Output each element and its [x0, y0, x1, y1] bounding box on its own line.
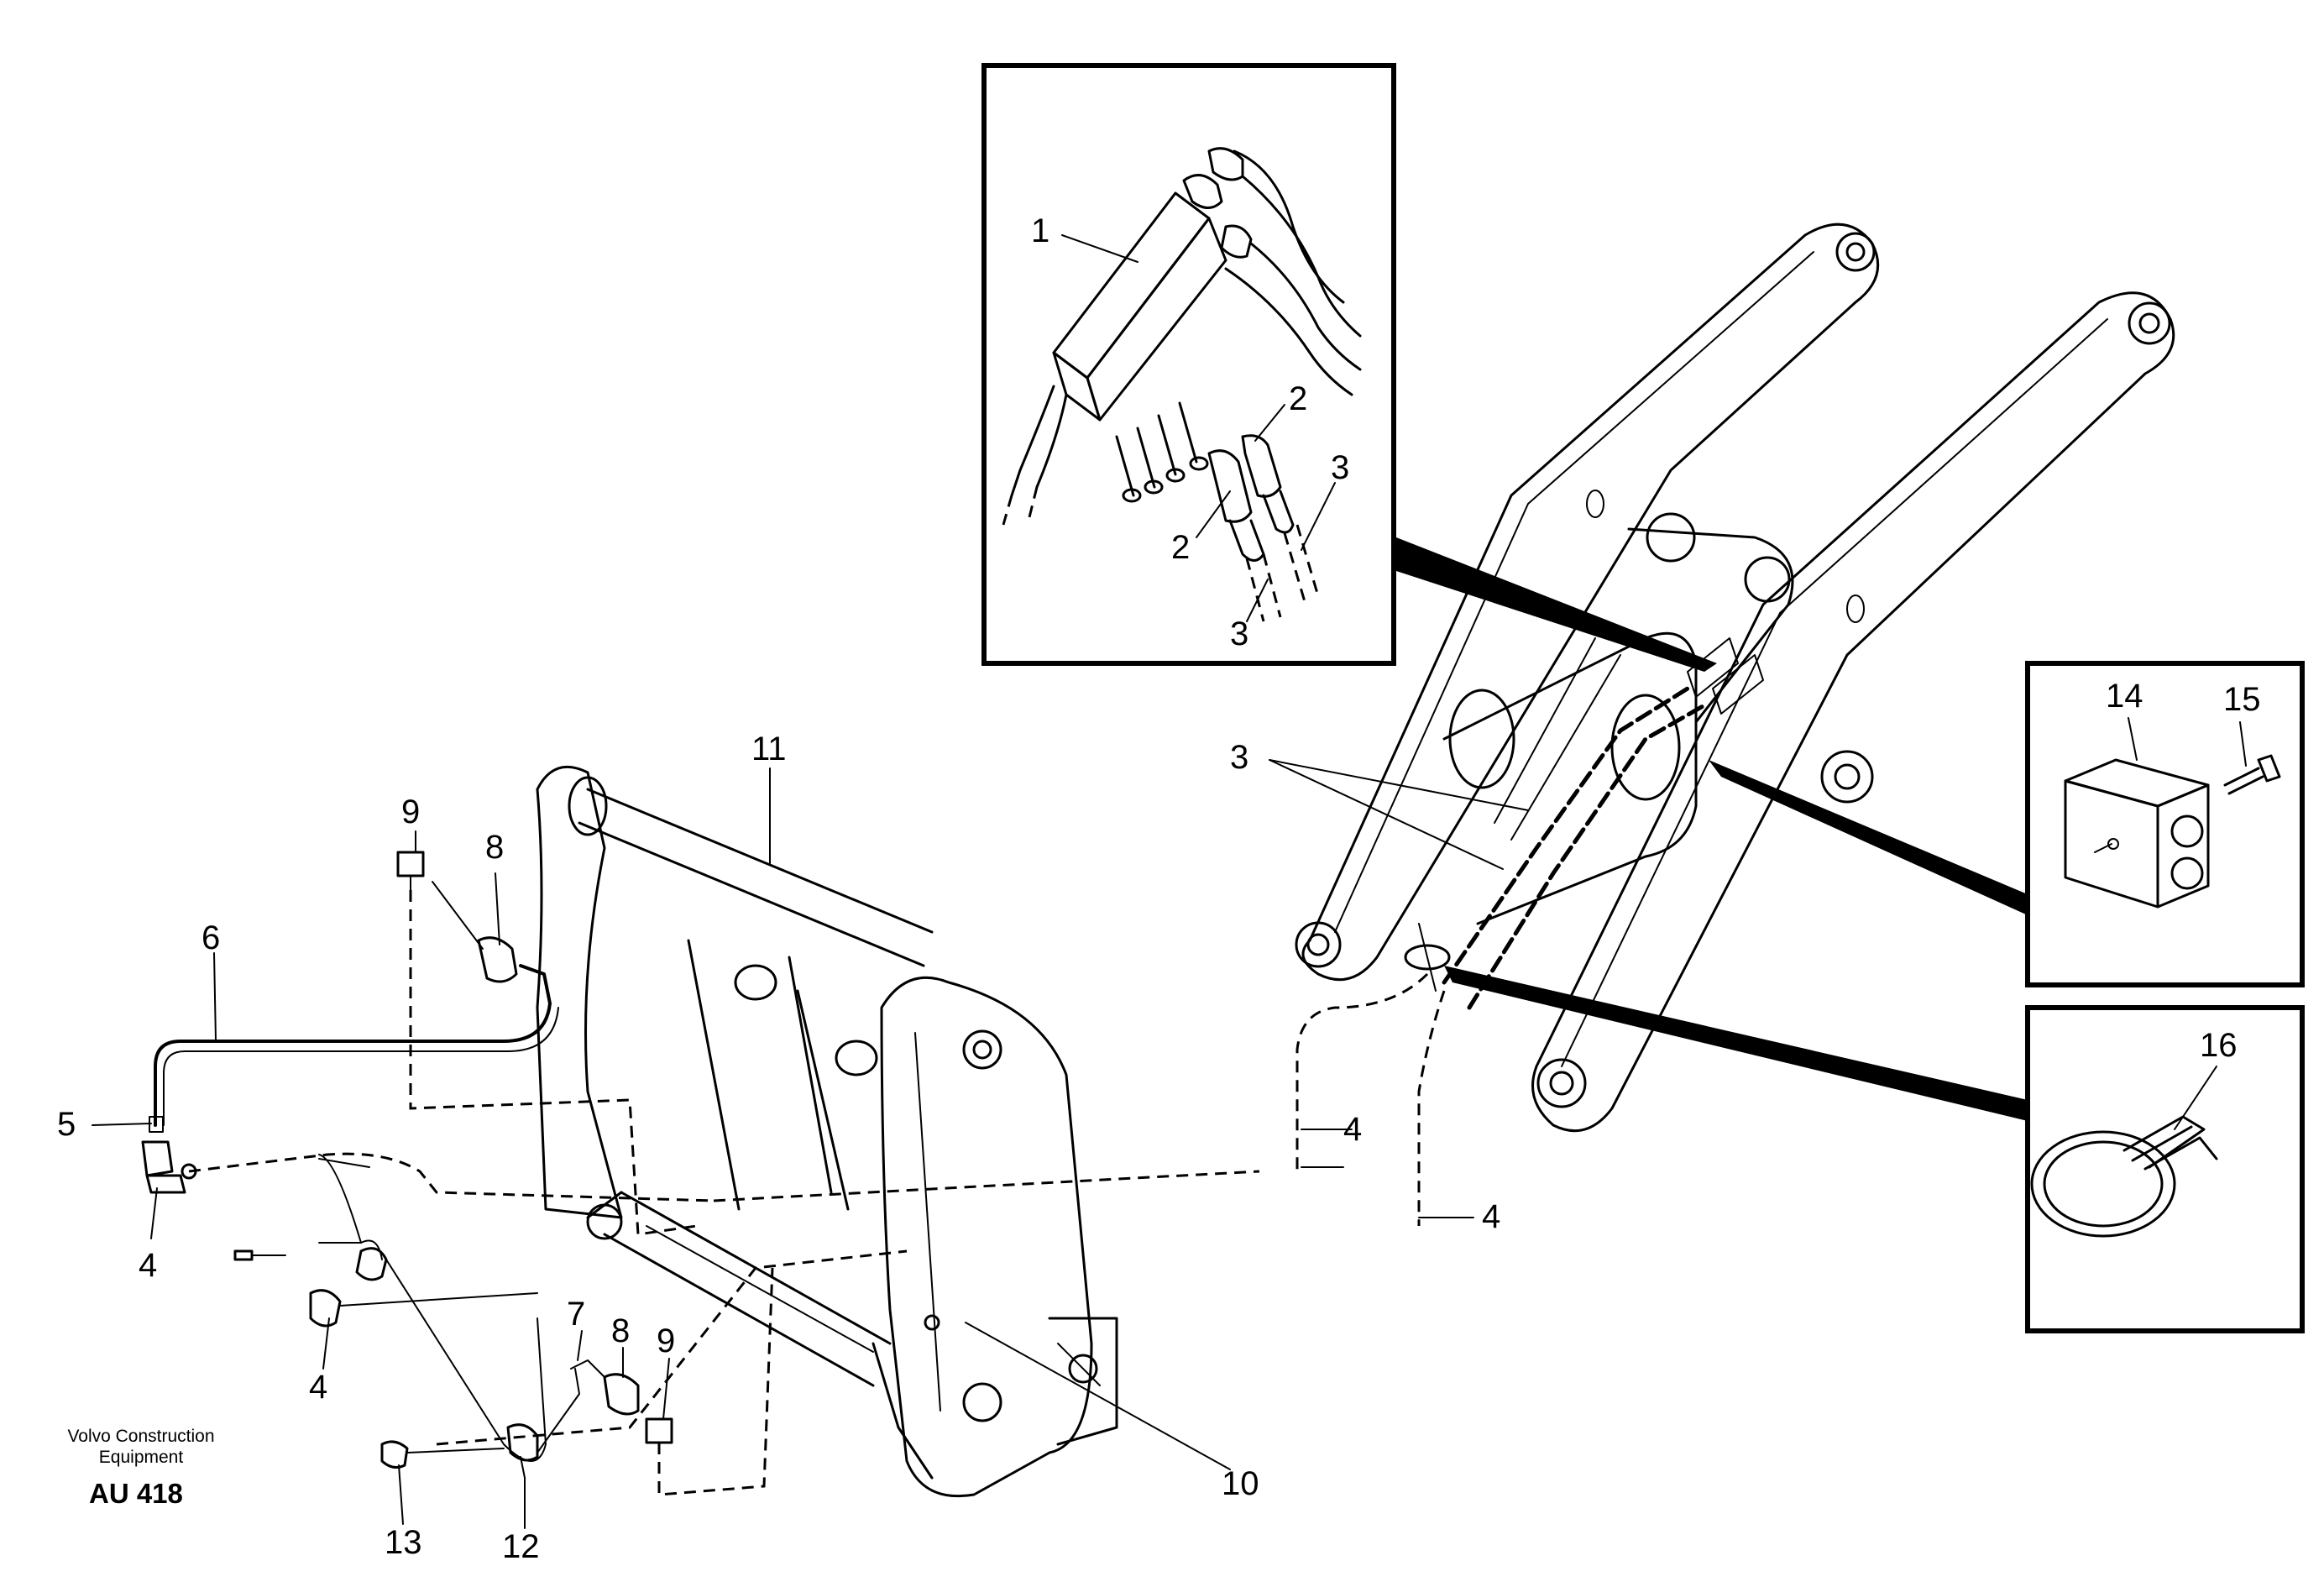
- callout-8: 8: [485, 829, 504, 866]
- callout-1: 1: [1031, 212, 1049, 249]
- caption: Volvo Construction Equipment AU 418: [67, 1427, 214, 1509]
- detail-inset-distributor: [981, 63, 1717, 672]
- callout-3: 3: [1230, 615, 1248, 652]
- callout-4: 4: [139, 1247, 157, 1284]
- hose-routing: [141, 851, 1260, 1496]
- company-name-line2: Equipment: [99, 1448, 184, 1467]
- lift-arm-assembly: [1295, 223, 2175, 1226]
- leader-lines: [92, 759, 1529, 1529]
- callout-10: 10: [1222, 1465, 1259, 1502]
- quick-coupler: [536, 765, 1118, 1498]
- callout-labels: 1 2 2 3 3 3 4 4 4 4 5 6 7 8 8 9 9 10 11 …: [57, 212, 2261, 1565]
- callout-2: 2: [1171, 529, 1190, 566]
- callout-4: 4: [309, 1369, 327, 1406]
- callout-3: 3: [1331, 449, 1349, 486]
- callout-8: 8: [611, 1312, 630, 1349]
- callout-9: 9: [401, 794, 420, 830]
- callout-4: 4: [1343, 1111, 1362, 1148]
- callout-6: 6: [202, 919, 220, 956]
- callout-2: 2: [1289, 380, 1307, 417]
- callout-7: 7: [567, 1296, 585, 1333]
- drawing-code: AU 418: [89, 1478, 183, 1509]
- company-name-line1: Volvo Construction: [67, 1427, 214, 1446]
- callout-4: 4: [1482, 1198, 1500, 1235]
- callout-5: 5: [57, 1106, 76, 1143]
- callout-16: 16: [2200, 1027, 2238, 1064]
- callout-13: 13: [385, 1524, 422, 1561]
- callout-3: 3: [1230, 739, 1248, 776]
- callout-14: 14: [2106, 678, 2143, 715]
- callout-9: 9: [657, 1322, 675, 1359]
- detail-inset-clamp-block: [1709, 661, 2305, 987]
- callout-15: 15: [2223, 681, 2261, 718]
- detail-inset-cable-tie: [1444, 966, 2305, 1333]
- callout-11: 11: [751, 731, 787, 767]
- callout-12: 12: [502, 1528, 540, 1565]
